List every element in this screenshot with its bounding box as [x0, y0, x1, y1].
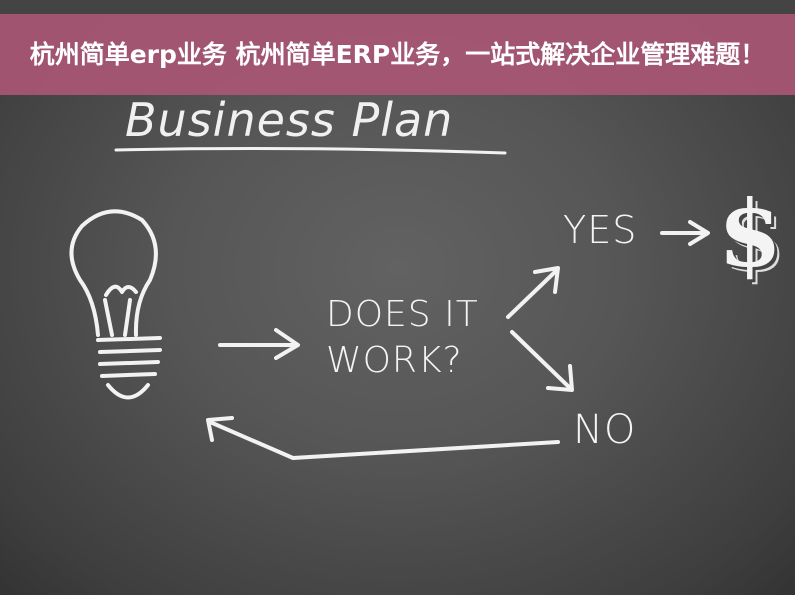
title-banner: 杭州简单erp业务 杭州简单ERP业务，一站式解决企业管理难题！ — [0, 14, 795, 95]
arrow-to-no — [510, 330, 574, 392]
top-strip — [0, 0, 795, 14]
business-plan-heading: Business Plan — [125, 93, 454, 147]
lightbulb-icon — [69, 209, 162, 400]
dollar-icon: $ — [718, 180, 784, 288]
no-label: NO — [573, 407, 637, 453]
question-line-1: DOES IT — [326, 294, 479, 335]
arrow-back-to-bulb — [206, 416, 560, 460]
question-text: DOES IT WORK? — [326, 292, 479, 384]
banner-title: 杭州简单erp业务 杭州简单ERP业务，一站式解决企业管理难题！ — [29, 40, 766, 69]
heading-underline — [114, 147, 507, 155]
question-line-2: WORK? — [326, 340, 463, 381]
arrow-to-dollar — [660, 220, 710, 246]
arrow-to-yes — [506, 266, 560, 319]
arrow-to-question — [218, 328, 300, 360]
yes-label: YES — [563, 208, 638, 252]
